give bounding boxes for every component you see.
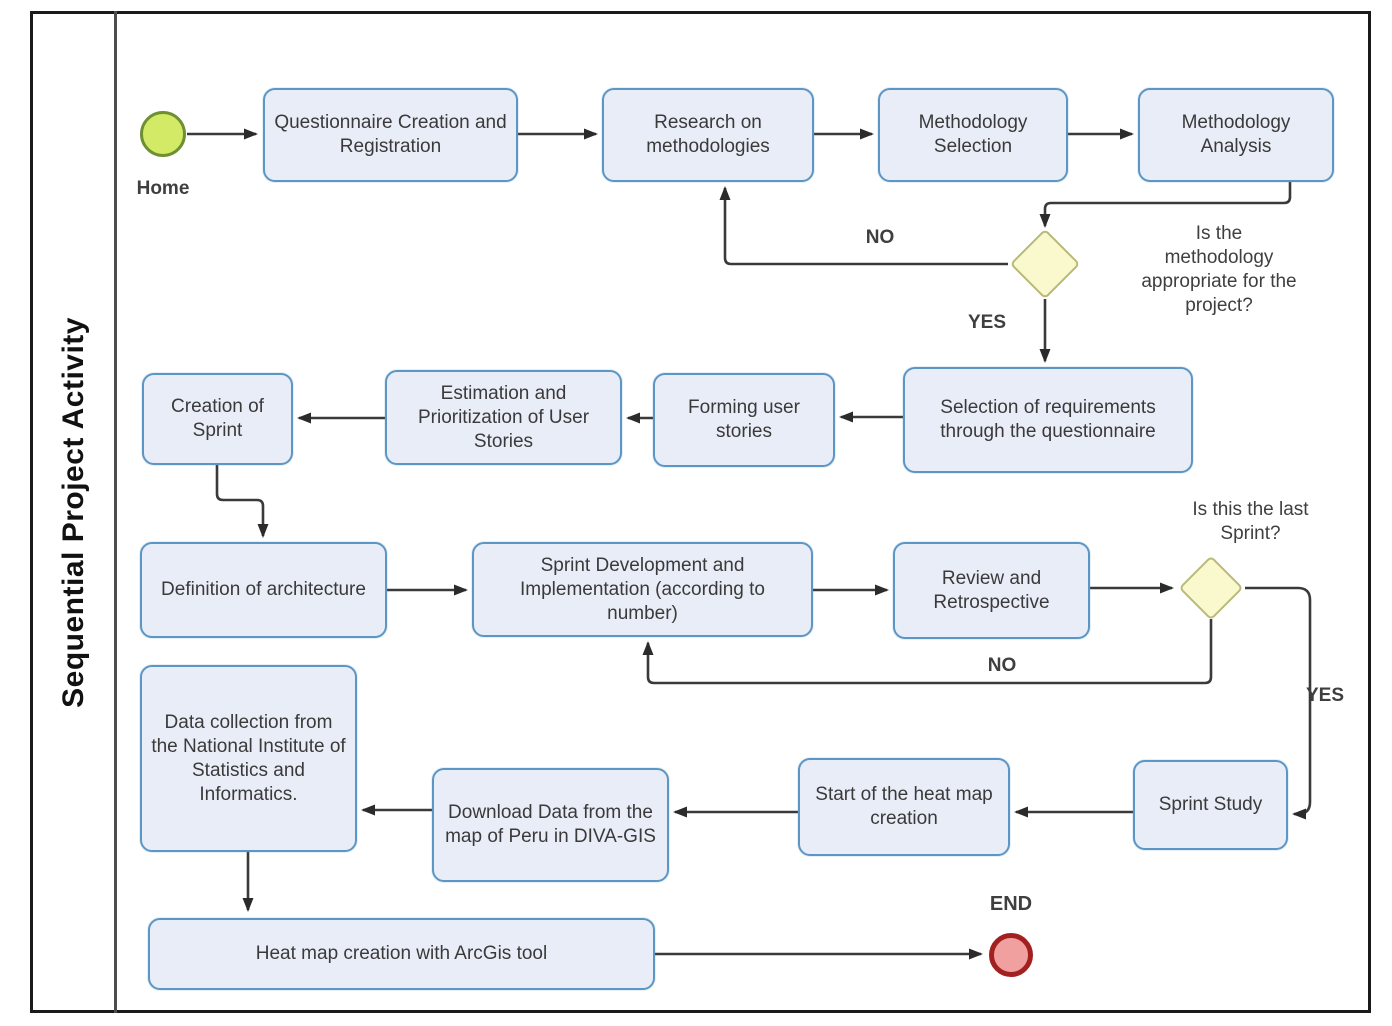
task-heatmap-creation-arcgis: Heat map creation with ArcGis tool xyxy=(148,918,655,990)
task-research-methodologies: Research on methodologies xyxy=(602,88,814,182)
task-label: Heat map creation with ArcGis tool xyxy=(255,943,548,964)
task-label: Selection of requirements through the qu… xyxy=(940,397,1156,442)
task-label: Data collection from the National Instit… xyxy=(151,711,346,805)
task-creation-of-sprint: Creation of Sprint xyxy=(142,373,293,465)
task-estimation-prioritization: Estimation and Prioritization of User St… xyxy=(385,370,622,465)
task-label: Creation of Sprint xyxy=(171,396,264,441)
task-label: Sprint Study xyxy=(1158,794,1263,815)
flow-gateway1-no-to-research xyxy=(719,186,1008,266)
task-label: Definition of architecture xyxy=(161,579,366,600)
gateway1-no-label: NO xyxy=(865,227,895,248)
task-methodology-selection: Methodology Selection xyxy=(878,88,1068,182)
end-event-circle xyxy=(989,933,1033,977)
start-event-circle xyxy=(140,111,186,157)
task-label: Review and Retrospective xyxy=(933,567,1050,613)
flow-creation-to-architecture xyxy=(215,465,269,538)
task-label: Start of the heat map creation xyxy=(815,784,993,829)
gateway1-question: Is the methodology appropriate for the p… xyxy=(1141,223,1297,316)
task-sprint-study: Sprint Study xyxy=(1133,760,1288,850)
task-methodology-analysis: Methodology Analysis xyxy=(1138,88,1334,182)
task-data-collection: Data collection from the National Instit… xyxy=(140,665,357,852)
task-forming-user-stories: Forming user stories xyxy=(653,373,835,467)
start-event-label: Home xyxy=(136,178,190,199)
gateway2-yes-label: YES xyxy=(1306,685,1345,706)
task-label: Methodology Analysis xyxy=(1181,112,1291,157)
flow-analysis-to-gateway1 xyxy=(1039,182,1292,228)
end-event-label: END xyxy=(989,893,1033,915)
flow-gateway2-no-to-sprintdev xyxy=(642,619,1213,685)
task-label: Questionnaire Creation and Registration xyxy=(274,112,507,157)
task-label: Estimation and Prioritization of User St… xyxy=(417,382,590,452)
gateway2-no-label: NO xyxy=(987,655,1017,676)
task-download-data-diva-gis: Download Data from the map of Peru in DI… xyxy=(432,768,669,882)
gateway1-yes-label: YES xyxy=(967,312,1007,333)
task-label: Forming user stories xyxy=(688,397,800,442)
task-sprint-development: Sprint Development and Implementation (a… xyxy=(472,542,813,637)
task-requirements-selection: Selection of requirements through the qu… xyxy=(903,367,1193,473)
task-review-retrospective: Review and Retrospective xyxy=(893,542,1090,639)
lane-divider xyxy=(114,11,117,1013)
task-label: Download Data from the map of Peru in DI… xyxy=(445,802,656,847)
task-label: Methodology Selection xyxy=(918,112,1028,157)
gateway2-question: Is this the last Sprint? xyxy=(1192,499,1309,544)
task-label: Sprint Development and Implementation (a… xyxy=(519,554,765,624)
flow-gateway2-yes-to-sprintstudy xyxy=(1245,586,1312,820)
task-questionnaire-creation: Questionnaire Creation and Registration xyxy=(263,88,518,182)
task-label: Research on methodologies xyxy=(646,112,770,157)
task-heatmap-start: Start of the heat map creation xyxy=(798,758,1010,856)
task-definition-architecture: Definition of architecture xyxy=(140,542,387,638)
